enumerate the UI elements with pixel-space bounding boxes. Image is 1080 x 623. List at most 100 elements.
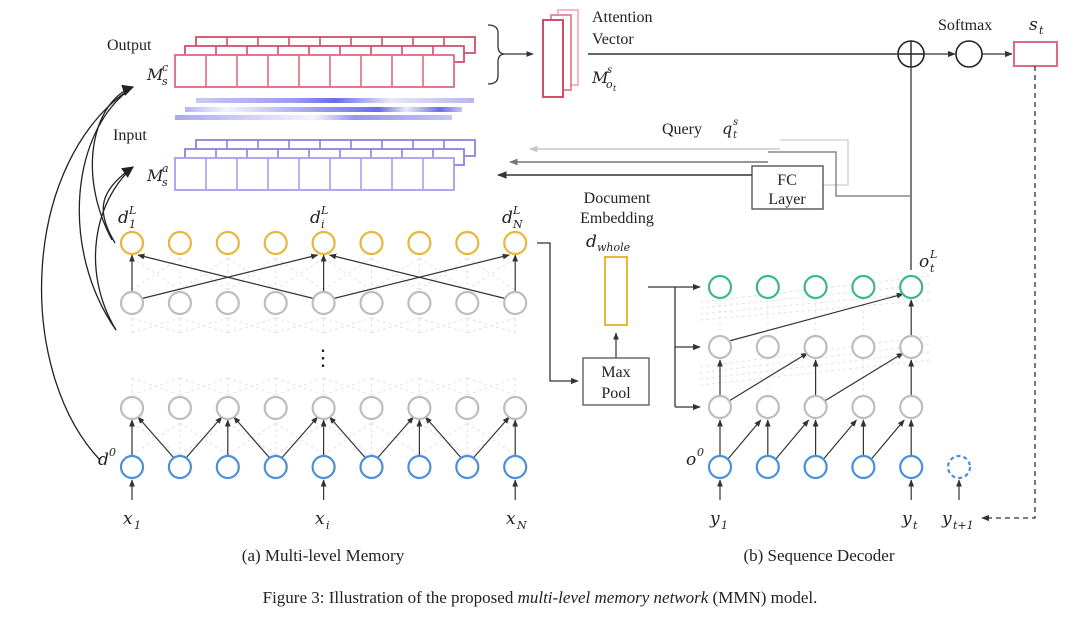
output-label: Output: [107, 37, 152, 54]
fc-label: FC: [777, 172, 797, 189]
svg-text:t: t: [613, 84, 617, 93]
encoder-top-node: [503, 230, 528, 256]
svg-text:M: M: [146, 65, 164, 84]
svg-text:Query: Query: [662, 121, 702, 138]
encoder-input-node: [167, 454, 192, 480]
decoder-hidden-node: [851, 394, 876, 420]
svg-text:M: M: [591, 68, 609, 87]
dashed-connection: [227, 257, 276, 291]
input-label: Input: [113, 127, 147, 144]
svg-text:t: t: [733, 130, 738, 141]
svg-text:L: L: [512, 204, 520, 217]
dashed-connection: [699, 299, 931, 321]
encoder-hidden-node: [359, 395, 384, 421]
decoder-hidden-node: [755, 394, 780, 420]
svg-text:0: 0: [109, 446, 116, 459]
svg-text:i: i: [321, 218, 325, 231]
svg-text:s: s: [162, 176, 168, 189]
decoder-next-node: [946, 454, 972, 480]
attention-vector-label: Attention: [592, 9, 652, 26]
dashed-connection: [179, 422, 229, 456]
connection-arrow: [775, 419, 810, 460]
encoder-hidden-node: [119, 290, 145, 316]
encoder-hidden-node: [359, 290, 384, 316]
encoder-top-node: [215, 230, 240, 256]
svg-text:q: q: [722, 119, 732, 138]
embedding-to-decoder-lines: [648, 286, 676, 407]
dashed-connection: [275, 257, 324, 291]
connection-arrow: [727, 419, 762, 460]
dashed-connection: [179, 377, 228, 396]
decoder-hidden-node: [803, 334, 828, 360]
svg-text:x: x: [123, 509, 133, 529]
svg-text:M: M: [146, 166, 164, 185]
decoder-hidden-node: [803, 394, 828, 420]
encoder-hidden-node: [503, 395, 528, 421]
doc-embedding-label: Embedding: [580, 210, 654, 227]
encoder-top-node: [119, 230, 145, 256]
memory-skip-arrows: [40, 84, 135, 461]
svg-text:y: y: [709, 509, 720, 529]
dashed-connection: [419, 377, 468, 396]
decoder-top-node: [851, 274, 876, 300]
svg-text:a: a: [162, 162, 169, 175]
encoder-input-node: [407, 454, 432, 480]
encoder-hidden-node: [263, 395, 288, 421]
decoder-hidden-node: [851, 334, 876, 360]
dashed-connection: [419, 257, 468, 291]
decoder-top-node: [803, 274, 828, 300]
fc-label: Layer: [768, 191, 806, 208]
decoder-top-node: [707, 274, 733, 300]
dashed-connection: [131, 257, 181, 291]
st-output-box: [1013, 41, 1058, 67]
dashed-connection: [323, 422, 372, 456]
dashed-connection: [371, 257, 420, 291]
dashed-connection: [275, 317, 324, 334]
svg-text:o: o: [686, 450, 696, 470]
svg-text:d: d: [502, 208, 513, 228]
dashed-connection: [275, 422, 324, 456]
connection-arrow: [281, 416, 319, 459]
decoder-hidden-node: [707, 334, 733, 360]
encoder-hidden-node: [455, 290, 480, 316]
encoder-top-node: [167, 230, 192, 256]
dashed-connection: [323, 422, 372, 456]
sum-operator-icon: [897, 40, 925, 68]
softmax-node: [955, 40, 983, 68]
connection-arrow: [329, 416, 366, 459]
svg-text:s: s: [607, 65, 612, 76]
encoder-input-node: [311, 454, 336, 480]
dashed-connection: [131, 422, 181, 456]
right-brace: [487, 24, 506, 85]
dashed-connection: [699, 291, 931, 315]
doc-embedding-label: Document: [584, 190, 651, 207]
decoder-input-node: [803, 454, 828, 480]
encoder-input-node: [455, 454, 480, 480]
dashed-connection: [275, 257, 324, 291]
memory-row: [174, 157, 455, 191]
attention-vector-symbol: M s o t: [591, 65, 617, 93]
dashed-connection: [179, 422, 229, 456]
dashed-connection: [227, 422, 276, 456]
encoder-hidden-node: [167, 395, 192, 421]
decoder-hidden-node: [755, 334, 780, 360]
svg-text:o: o: [919, 252, 929, 272]
attention-weights-bar: [175, 115, 452, 120]
svg-text:s: s: [162, 75, 168, 88]
maxpool-label: Pool: [601, 385, 631, 402]
encoder-input-node: [215, 454, 240, 480]
dashed-connection: [179, 317, 228, 334]
dashed-connection: [275, 377, 324, 396]
encoder-top-node: [455, 230, 480, 256]
decoder-hidden-node: [899, 394, 924, 420]
dashed-connection: [419, 422, 468, 456]
encoder-top-node: [311, 230, 336, 256]
svg-text:L: L: [320, 204, 328, 217]
